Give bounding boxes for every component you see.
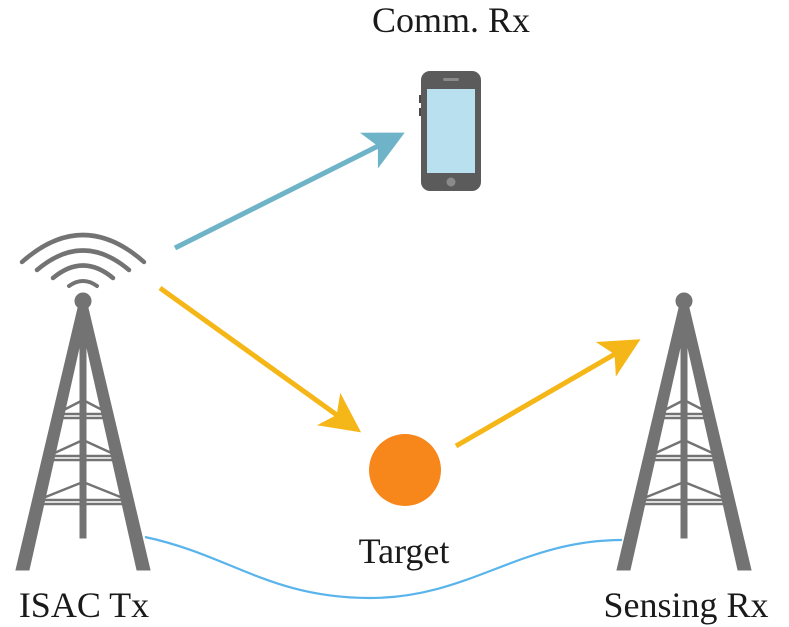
comm-link-arrow xyxy=(173,132,405,251)
sensing-rx-label: Sensing Rx xyxy=(603,585,768,625)
isac-tx-label: ISAC Tx xyxy=(19,585,149,625)
smartphone-icon xyxy=(419,71,481,191)
receive-tower-icon xyxy=(616,292,752,571)
target-label: Target xyxy=(359,531,450,571)
comm-rx-label: Comm. Rx xyxy=(372,0,530,40)
backhaul-link xyxy=(144,535,623,600)
transmit-tower-icon xyxy=(15,232,151,571)
target-circle-icon xyxy=(369,434,441,506)
sensing-echo-arrow xyxy=(454,339,641,449)
sensing-illumination-arrow xyxy=(158,285,362,433)
